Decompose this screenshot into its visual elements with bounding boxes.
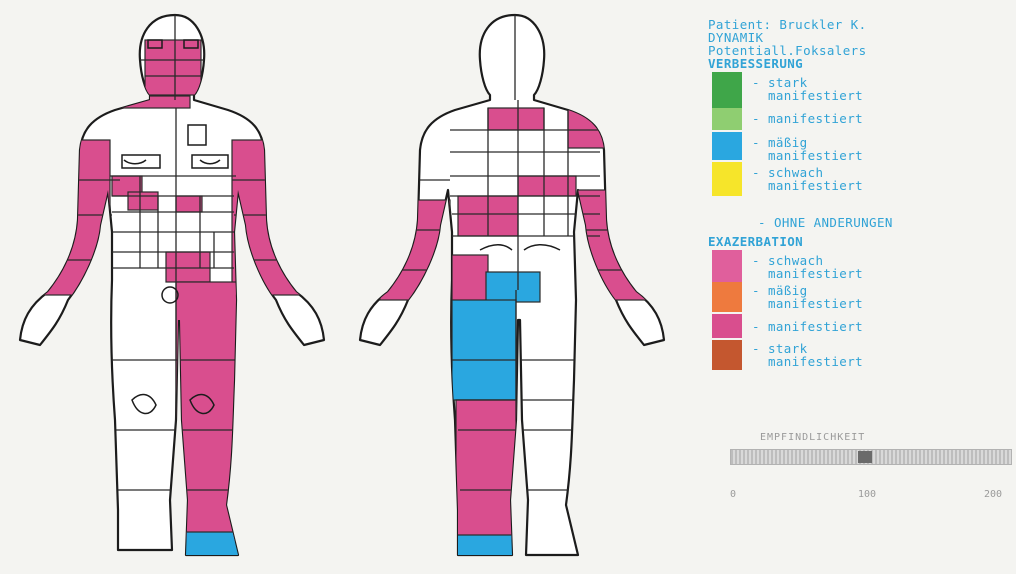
sensitivity-scale: EMPFINDLICHKEIT 0 100 200 — [730, 432, 1016, 485]
exazerbation-heading: EXAZERBATION — [708, 235, 1008, 248]
back-right-arm-zone — [380, 200, 450, 300]
ohne-aenderungen-label: OHNE ANDERUNGEN — [774, 215, 893, 230]
legend-swatch — [712, 162, 742, 196]
ohne-aenderungen-entry: -OHNE ANDERUNGEN — [758, 216, 1008, 229]
legend-label: manifestiert — [768, 112, 863, 125]
sensitivity-title: EMPFINDLICHKEIT — [760, 432, 1016, 443]
sensitivity-tick: 200 — [984, 489, 1002, 500]
legend-swatch — [712, 250, 742, 282]
legend-swatch — [712, 132, 742, 160]
sensitivity-tick: 0 — [730, 489, 736, 500]
back-figure — [360, 15, 664, 560]
back-calf-zone — [456, 400, 518, 540]
back-hip-zone — [452, 255, 488, 305]
front-neck-zone — [120, 96, 190, 108]
sensitivity-bar — [730, 449, 1012, 465]
back-shoulder-zone — [568, 108, 618, 148]
legend-label: manifestiert — [768, 320, 863, 333]
sensitivity-tick: 100 — [858, 489, 876, 500]
back-foot-zone — [456, 535, 516, 560]
back-mid-zone — [518, 176, 576, 196]
legend-panel: Patient: Bruckler K. DYNAMIK Potentiall.… — [708, 18, 1008, 378]
body-diagram — [0, 0, 700, 574]
front-torso-zone — [128, 192, 158, 210]
front-abdomen-zone — [166, 252, 210, 282]
front-torso-zone — [176, 196, 202, 212]
legend-swatch — [712, 340, 742, 370]
front-right-arm-zone — [40, 140, 110, 295]
sensitivity-marker — [858, 451, 872, 463]
legend-swatch — [712, 108, 742, 130]
legend-swatch — [712, 314, 742, 338]
legend-swatch — [712, 282, 742, 312]
back-gluteal-zone — [486, 272, 540, 302]
back-thigh-zone — [452, 300, 516, 400]
front-figure — [20, 15, 324, 562]
verbesserung-heading: VERBESSERUNG — [708, 57, 1008, 70]
back-shoulder-zone — [488, 108, 544, 130]
legend-swatch — [712, 72, 742, 110]
